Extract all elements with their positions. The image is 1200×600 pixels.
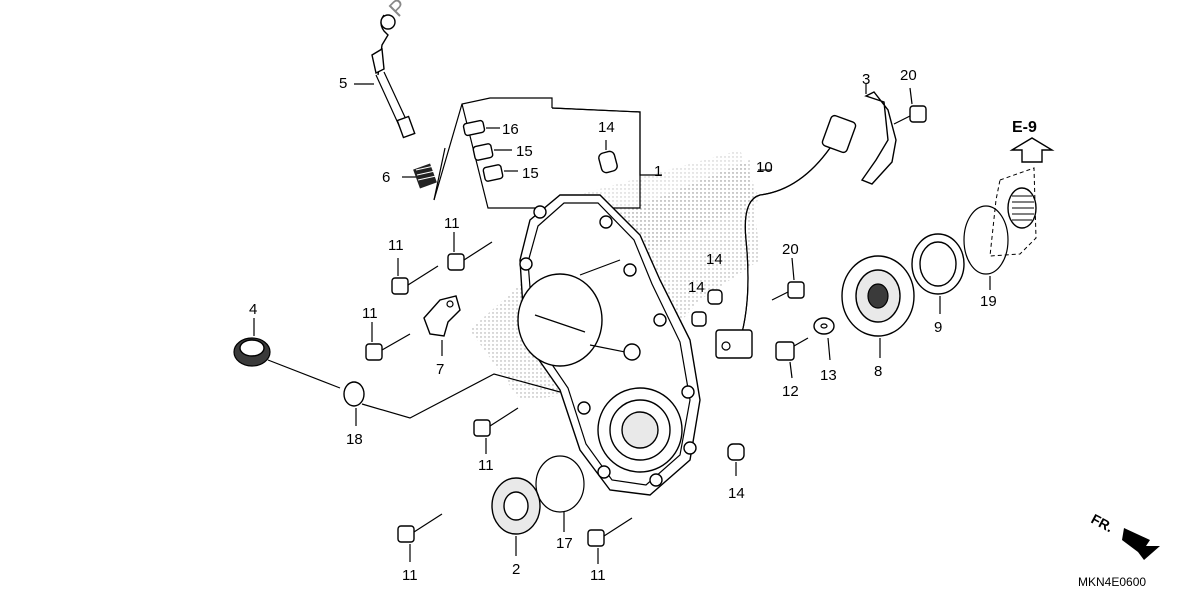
- callout-5: 5: [339, 75, 347, 92]
- callout-18: 18: [346, 431, 363, 448]
- callout-11-a: 11: [388, 237, 404, 254]
- part-11-bolt-b: [447, 232, 493, 271]
- part-9-one-way-clutch: [911, 233, 965, 314]
- callout-14-d: 14: [728, 485, 745, 502]
- part-3-bracket: [860, 84, 897, 185]
- callout-14-b: 14: [706, 251, 723, 268]
- e9-reference-box: [989, 137, 1055, 257]
- callout-20-a: 20: [900, 67, 917, 84]
- part-5-oil-tube: [354, 14, 416, 139]
- callout-6: 6: [382, 169, 390, 186]
- part-14-dowel-d: [727, 443, 745, 476]
- callout-14-c: 14: [688, 279, 705, 296]
- callout-17: 17: [556, 535, 573, 552]
- part-7-bracket: [423, 295, 461, 356]
- reference-label-e9: E-9: [1012, 119, 1037, 136]
- part-14-dowel-c: [691, 311, 707, 327]
- callout-9: 9: [934, 319, 942, 336]
- callout-11-e: 11: [402, 567, 418, 584]
- callout-20-b: 20: [782, 241, 799, 258]
- part-11-bolt-e: [397, 513, 443, 562]
- callout-16: 16: [502, 121, 519, 138]
- callout-4: 4: [249, 301, 257, 318]
- callout-15-b: 15: [522, 165, 539, 182]
- part-12-bolt: [775, 337, 809, 379]
- part-16-sleeve: [462, 119, 500, 137]
- part-18-o-ring: [343, 373, 561, 426]
- part-1-leader: [551, 107, 662, 176]
- part-11-bolt-a: [391, 258, 439, 295]
- callout-13: 13: [820, 367, 837, 384]
- direction-label-fr: FR.: [1089, 511, 1116, 536]
- part-11-bolt-d: [473, 407, 519, 454]
- callout-11-f: 11: [590, 567, 606, 584]
- callout-labels: 1 2 3 4 5 6 7 8 9 10 11 11 11 11 11 11 1…: [249, 67, 1146, 589]
- part-1-crankcase-cover: [517, 194, 701, 496]
- part-20-bolt-a: [893, 87, 927, 125]
- part-15-sleeve-b: [482, 164, 518, 182]
- callout-19: 19: [980, 293, 997, 310]
- callout-11-c: 11: [362, 305, 378, 322]
- callout-1: 1: [654, 163, 662, 180]
- callout-10: 10: [756, 159, 773, 176]
- part-4-dipstick: [233, 318, 341, 389]
- callout-15-a: 15: [516, 143, 533, 160]
- diagram-code: MKN4E0600: [1078, 575, 1146, 589]
- callout-2: 2: [512, 561, 520, 578]
- part-19-circlip: [963, 205, 1009, 290]
- part-2-timing-cap: [491, 477, 541, 556]
- callout-11-d: 11: [478, 457, 494, 474]
- part-10-sensor-cable: [715, 114, 857, 359]
- part-14-dowel-a: [598, 140, 618, 174]
- part-11-bolt-f: [587, 517, 633, 564]
- callout-3: 3: [862, 71, 870, 88]
- part-15-sleeve-a: [472, 143, 512, 161]
- callout-7: 7: [436, 361, 444, 378]
- part-17-o-ring: [535, 455, 585, 532]
- callout-14-a: 14: [598, 119, 615, 136]
- part-14-dowel-b: [707, 289, 723, 305]
- part-20-bolt-b: [771, 257, 805, 301]
- fr-direction-arrow: [1122, 528, 1160, 560]
- callout-8: 8: [874, 363, 882, 380]
- callout-12: 12: [782, 383, 799, 400]
- part-11-bolt-c: [365, 322, 411, 361]
- part-13-washer: [813, 317, 835, 361]
- part-6-spring: [402, 163, 437, 189]
- callout-11-b: 11: [444, 215, 460, 232]
- part-8-starter-clutch: [841, 255, 915, 358]
